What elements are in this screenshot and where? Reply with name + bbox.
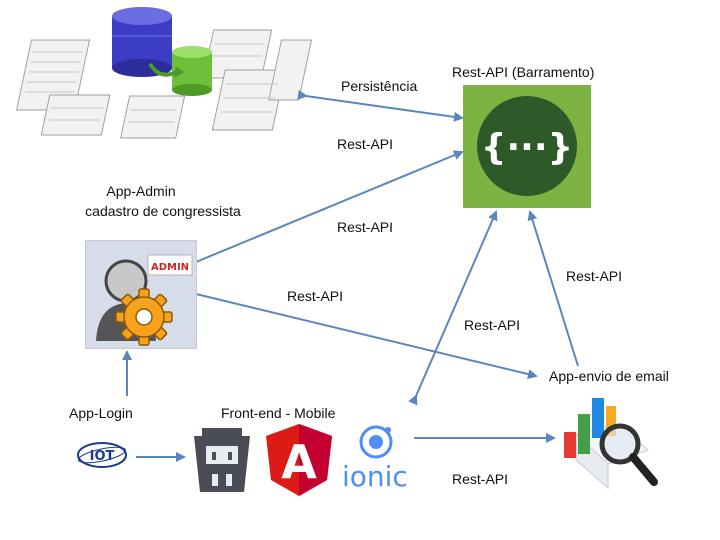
arrow-persistencia — [297, 89, 464, 122]
label-rest-api-1: Rest-API — [337, 136, 394, 152]
label-app-login: App-Login — [69, 405, 133, 421]
label-app-admin-subtitle: cadastro de congressista — [85, 203, 241, 219]
braces-icon: {···} — [477, 96, 577, 196]
database-cylinder-green — [148, 46, 212, 96]
label-rest-api-5: Rest-API — [464, 317, 521, 333]
label-app-admin: App-Admin cadastro de congressista — [68, 183, 258, 219]
label-rest-api-barramento: Rest-API (Barramento) — [452, 64, 595, 80]
email-analytics-icon — [564, 398, 658, 490]
arrow-admin-email — [195, 293, 538, 379]
gear-icon — [115, 288, 173, 346]
label-app-envio-email: App-envio de email — [549, 368, 669, 384]
database-schema-tables — [16, 29, 313, 139]
admin-badge-text: ADMIN — [151, 262, 189, 273]
arrow-email-api — [527, 210, 579, 367]
admin-icon: ADMIN — [85, 240, 197, 349]
label-persistencia: Persistência — [341, 78, 418, 94]
arrow-admin-api — [186, 150, 464, 270]
arrow-mobile-api — [408, 210, 498, 406]
label-app-admin-title: App-Admin — [106, 183, 176, 199]
ionic-logo-text: ionic — [342, 460, 408, 493]
svg-text:A: A — [281, 435, 317, 489]
label-rest-api-2: Rest-API — [337, 219, 394, 235]
iot-logo-icon: IOT — [77, 442, 127, 468]
ionic-icon: ionic — [340, 422, 414, 498]
angular-icon: A — [266, 424, 332, 496]
cordova-icon — [194, 428, 250, 492]
label-rest-api-6: Rest-API — [452, 471, 509, 487]
svg-text:IOT: IOT — [90, 449, 115, 464]
label-rest-api-4: Rest-API — [566, 268, 623, 284]
rest-api-icon: {···} — [463, 85, 591, 208]
label-front-end-mobile: Front-end - Mobile — [221, 405, 336, 421]
svg-text:{···}: {···} — [481, 127, 573, 168]
label-rest-api-3: Rest-API — [287, 288, 344, 304]
